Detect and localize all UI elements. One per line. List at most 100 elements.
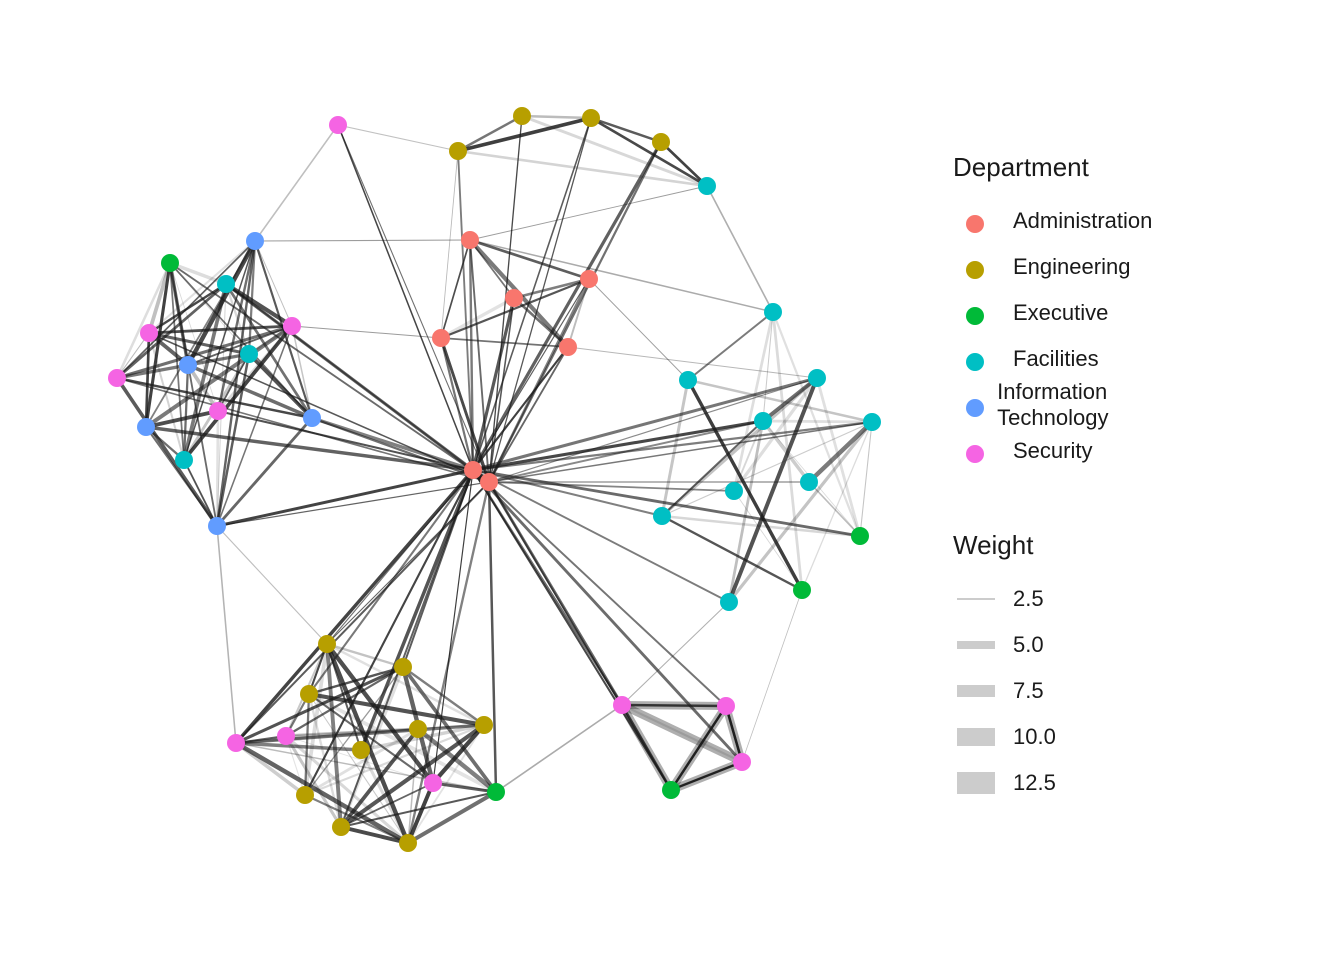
department-swatch bbox=[953, 206, 989, 236]
network-edge bbox=[359, 468, 475, 752]
network-edge bbox=[471, 468, 862, 538]
network-edge bbox=[254, 239, 471, 242]
network-edge bbox=[660, 378, 690, 518]
department-swatch-dot bbox=[966, 445, 984, 463]
network-edge bbox=[215, 352, 251, 528]
network-edge bbox=[495, 704, 623, 793]
network-node bbox=[240, 345, 258, 363]
network-edge bbox=[472, 469, 730, 603]
network-edge bbox=[761, 376, 819, 423]
network-edge bbox=[520, 114, 593, 120]
network-edge bbox=[487, 480, 498, 794]
network-edge bbox=[147, 239, 257, 335]
network-edge bbox=[310, 416, 491, 484]
network-node bbox=[209, 402, 227, 420]
network-edge bbox=[215, 416, 314, 528]
network-edge bbox=[457, 150, 474, 471]
network-edge bbox=[741, 589, 803, 763]
network-edge bbox=[669, 760, 744, 792]
network-edge bbox=[215, 468, 475, 528]
network-node bbox=[582, 109, 600, 127]
network-node bbox=[140, 324, 158, 342]
department-legend-item: Facilities bbox=[953, 344, 1099, 374]
network-edge bbox=[406, 480, 491, 845]
network-edge bbox=[147, 331, 251, 356]
weight-swatch-line bbox=[957, 597, 995, 601]
network-edge bbox=[216, 325, 293, 527]
network-edge bbox=[733, 490, 803, 591]
network-edge bbox=[406, 790, 498, 845]
network-edge bbox=[339, 665, 405, 829]
network-edge bbox=[401, 665, 486, 727]
network-edge bbox=[620, 703, 744, 764]
network-node bbox=[296, 786, 314, 804]
weight-swatch bbox=[953, 676, 995, 706]
network-edge bbox=[254, 240, 293, 327]
network-node bbox=[662, 781, 680, 799]
department-legend-label: Engineering bbox=[1013, 254, 1131, 279]
network-edge bbox=[801, 421, 873, 591]
network-node bbox=[559, 338, 577, 356]
network-edge bbox=[247, 352, 314, 420]
network-edge bbox=[304, 666, 404, 796]
network-node bbox=[394, 658, 412, 676]
network-edge bbox=[432, 469, 474, 784]
network-edge bbox=[337, 124, 474, 471]
network-node bbox=[725, 482, 743, 500]
network-node bbox=[480, 473, 498, 491]
department-legend-label: Information Technology bbox=[997, 379, 1109, 430]
network-edge bbox=[727, 376, 819, 604]
weight-legend-label: 12.5 bbox=[1013, 770, 1056, 795]
network-edge bbox=[233, 740, 411, 846]
department-legend-item: Security bbox=[953, 436, 1092, 466]
network-edge bbox=[472, 469, 672, 791]
network-edge bbox=[488, 346, 569, 483]
network-edge bbox=[439, 336, 475, 472]
network-node bbox=[161, 254, 179, 272]
network-edge bbox=[340, 469, 474, 828]
network-edge bbox=[223, 281, 295, 329]
weight-legend-item: 10.0 bbox=[953, 722, 1056, 752]
network-edge bbox=[589, 116, 663, 144]
network-edge bbox=[307, 692, 435, 785]
network-edge bbox=[431, 781, 498, 794]
network-node bbox=[720, 593, 738, 611]
weight-swatch-line bbox=[957, 684, 995, 698]
network-edge bbox=[724, 704, 744, 764]
network-edge bbox=[303, 727, 420, 797]
network-edge bbox=[469, 239, 774, 313]
network-edge bbox=[456, 116, 593, 153]
network-node bbox=[409, 720, 427, 738]
network-edge bbox=[186, 363, 220, 413]
network-edge bbox=[215, 409, 220, 528]
network-node bbox=[652, 133, 670, 151]
network-edge bbox=[589, 116, 709, 188]
network-edge bbox=[567, 346, 818, 379]
network-node bbox=[329, 116, 347, 134]
department-legend-label: Executive bbox=[1013, 300, 1109, 325]
network-edge bbox=[808, 481, 861, 537]
weight-swatch bbox=[953, 584, 995, 614]
network-edge bbox=[307, 692, 498, 794]
network-edge bbox=[291, 325, 313, 419]
network-node bbox=[424, 774, 442, 792]
network-edge bbox=[406, 781, 435, 845]
network-node bbox=[227, 734, 245, 752]
network-edge bbox=[144, 331, 151, 429]
network-edge bbox=[456, 114, 524, 153]
network-node bbox=[679, 371, 697, 389]
network-edge bbox=[487, 140, 663, 484]
network-edge bbox=[186, 363, 314, 420]
weight-swatch bbox=[953, 768, 995, 798]
network-edge bbox=[727, 420, 874, 604]
network-node bbox=[461, 231, 479, 249]
network-edge bbox=[234, 741, 363, 752]
network-node bbox=[332, 818, 350, 836]
network-edge bbox=[303, 692, 311, 797]
network-edge bbox=[144, 261, 172, 429]
network-edge bbox=[325, 642, 405, 669]
department-legend-label: Facilities bbox=[1013, 346, 1099, 371]
network-edge bbox=[235, 742, 497, 793]
network-edge bbox=[359, 723, 486, 752]
